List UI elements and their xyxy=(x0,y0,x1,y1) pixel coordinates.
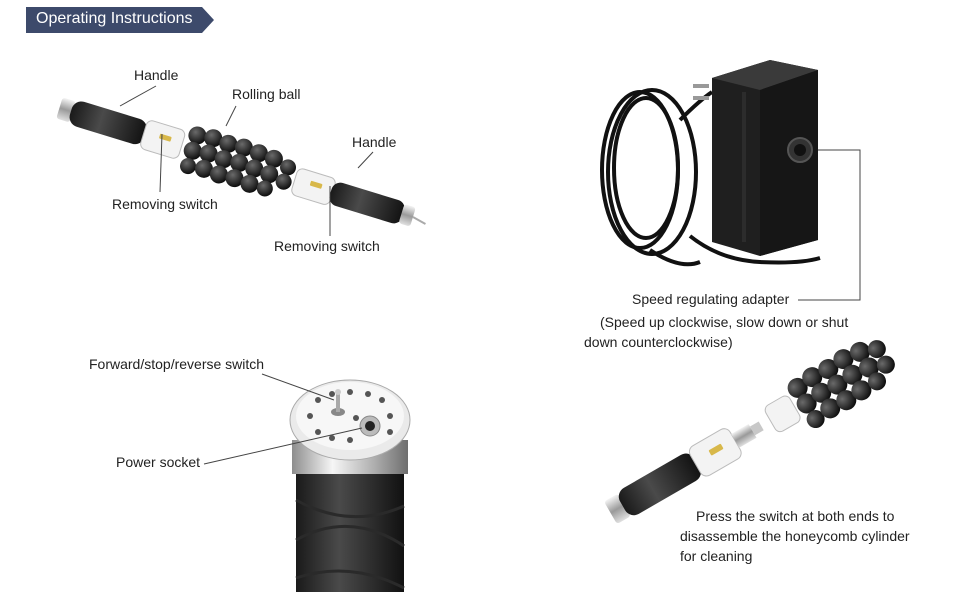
label-removing-switch-left: Removing switch xyxy=(112,196,218,212)
handle-top-illustration xyxy=(203,373,411,592)
disassembly-line2: disassemble the honeycomb cylinder xyxy=(680,528,910,544)
disassembly-line1: Press the switch at both ends to xyxy=(696,508,895,524)
disassembly-line3: for cleaning xyxy=(680,548,753,564)
label-power-socket: Power socket xyxy=(116,454,201,470)
label-handle-right: Handle xyxy=(352,134,397,150)
page-title: Operating Instructions xyxy=(36,10,193,27)
disassembled-roller-illustration xyxy=(605,340,895,524)
power-adapter-illustration xyxy=(600,60,861,301)
label-handle-left: Handle xyxy=(134,67,179,83)
label-speed-adapter: Speed regulating adapter xyxy=(632,291,790,307)
label-forward-stop-reverse-switch: Forward/stop/reverse switch xyxy=(89,356,265,372)
adapter-note-line1: (Speed up clockwise, slow down or shut xyxy=(600,314,849,330)
header-banner: Operating Instructions xyxy=(26,7,214,33)
label-rolling-ball: Rolling ball xyxy=(232,86,301,102)
label-removing-switch-right: Removing switch xyxy=(274,238,380,254)
banner-shape xyxy=(26,7,214,33)
roller-massager-illustration xyxy=(56,85,426,236)
adapter-note-line2: down counterclockwise) xyxy=(584,334,733,350)
